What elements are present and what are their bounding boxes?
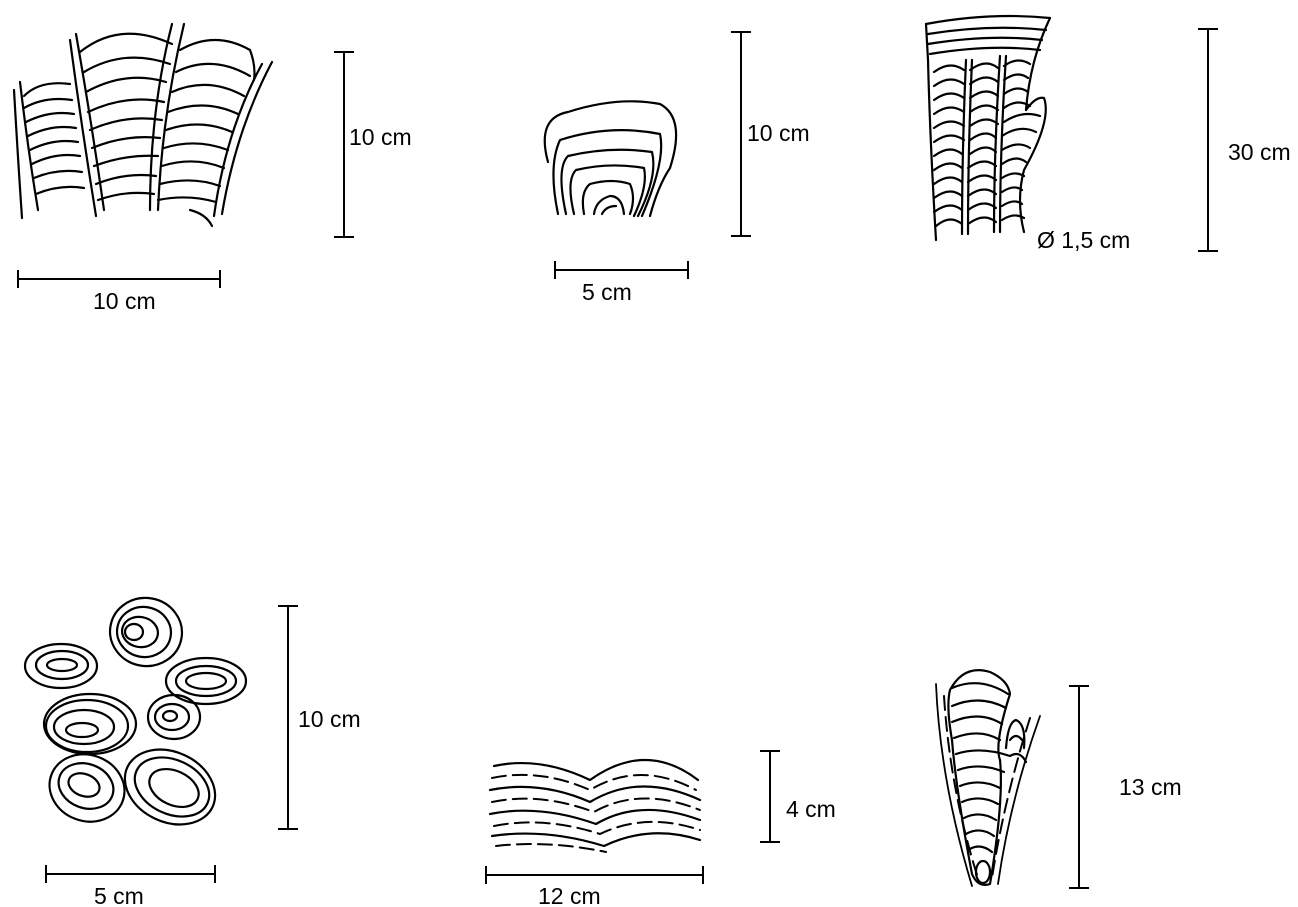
figure-3-height-scale-bar [1198, 29, 1218, 251]
figure-5-height-scale-bar [760, 751, 780, 842]
figure-1-width-scale-bar [18, 270, 220, 288]
figure-1-columnar-drawing [14, 24, 272, 226]
figure-4-oncoids-drawing [25, 592, 246, 838]
figure-3-height-label: 30 cm [1228, 139, 1291, 165]
figure-4-width-scale-bar [46, 865, 215, 883]
figure-4-height-label: 10 cm [298, 706, 361, 732]
figure-4-width-label: 5 cm [94, 883, 144, 907]
figure-5-laminae-drawing [490, 760, 700, 852]
figure-2-width-label: 5 cm [582, 279, 632, 305]
figure-5-width-label: 12 cm [538, 883, 601, 907]
figure-2-dome-drawing [545, 101, 676, 216]
figure-3-diameter-label: Ø 1,5 cm [1037, 227, 1130, 253]
figure-5-height-label: 4 cm [786, 796, 836, 822]
figure-6-cone-drawing [936, 670, 1040, 886]
figure-4-height-scale-bar [278, 606, 298, 829]
figure-1-width-label: 10 cm [93, 288, 156, 314]
figure-6-height-scale-bar [1069, 686, 1089, 888]
figure-2-height-label: 10 cm [747, 120, 810, 146]
figure-3-columns-drawing [926, 16, 1050, 240]
figure-1-height-label: 10 cm [349, 124, 412, 150]
figure-6-height-label: 13 cm [1119, 774, 1182, 800]
figure-5-width-scale-bar [486, 866, 703, 884]
figure-2-width-scale-bar [555, 261, 688, 279]
